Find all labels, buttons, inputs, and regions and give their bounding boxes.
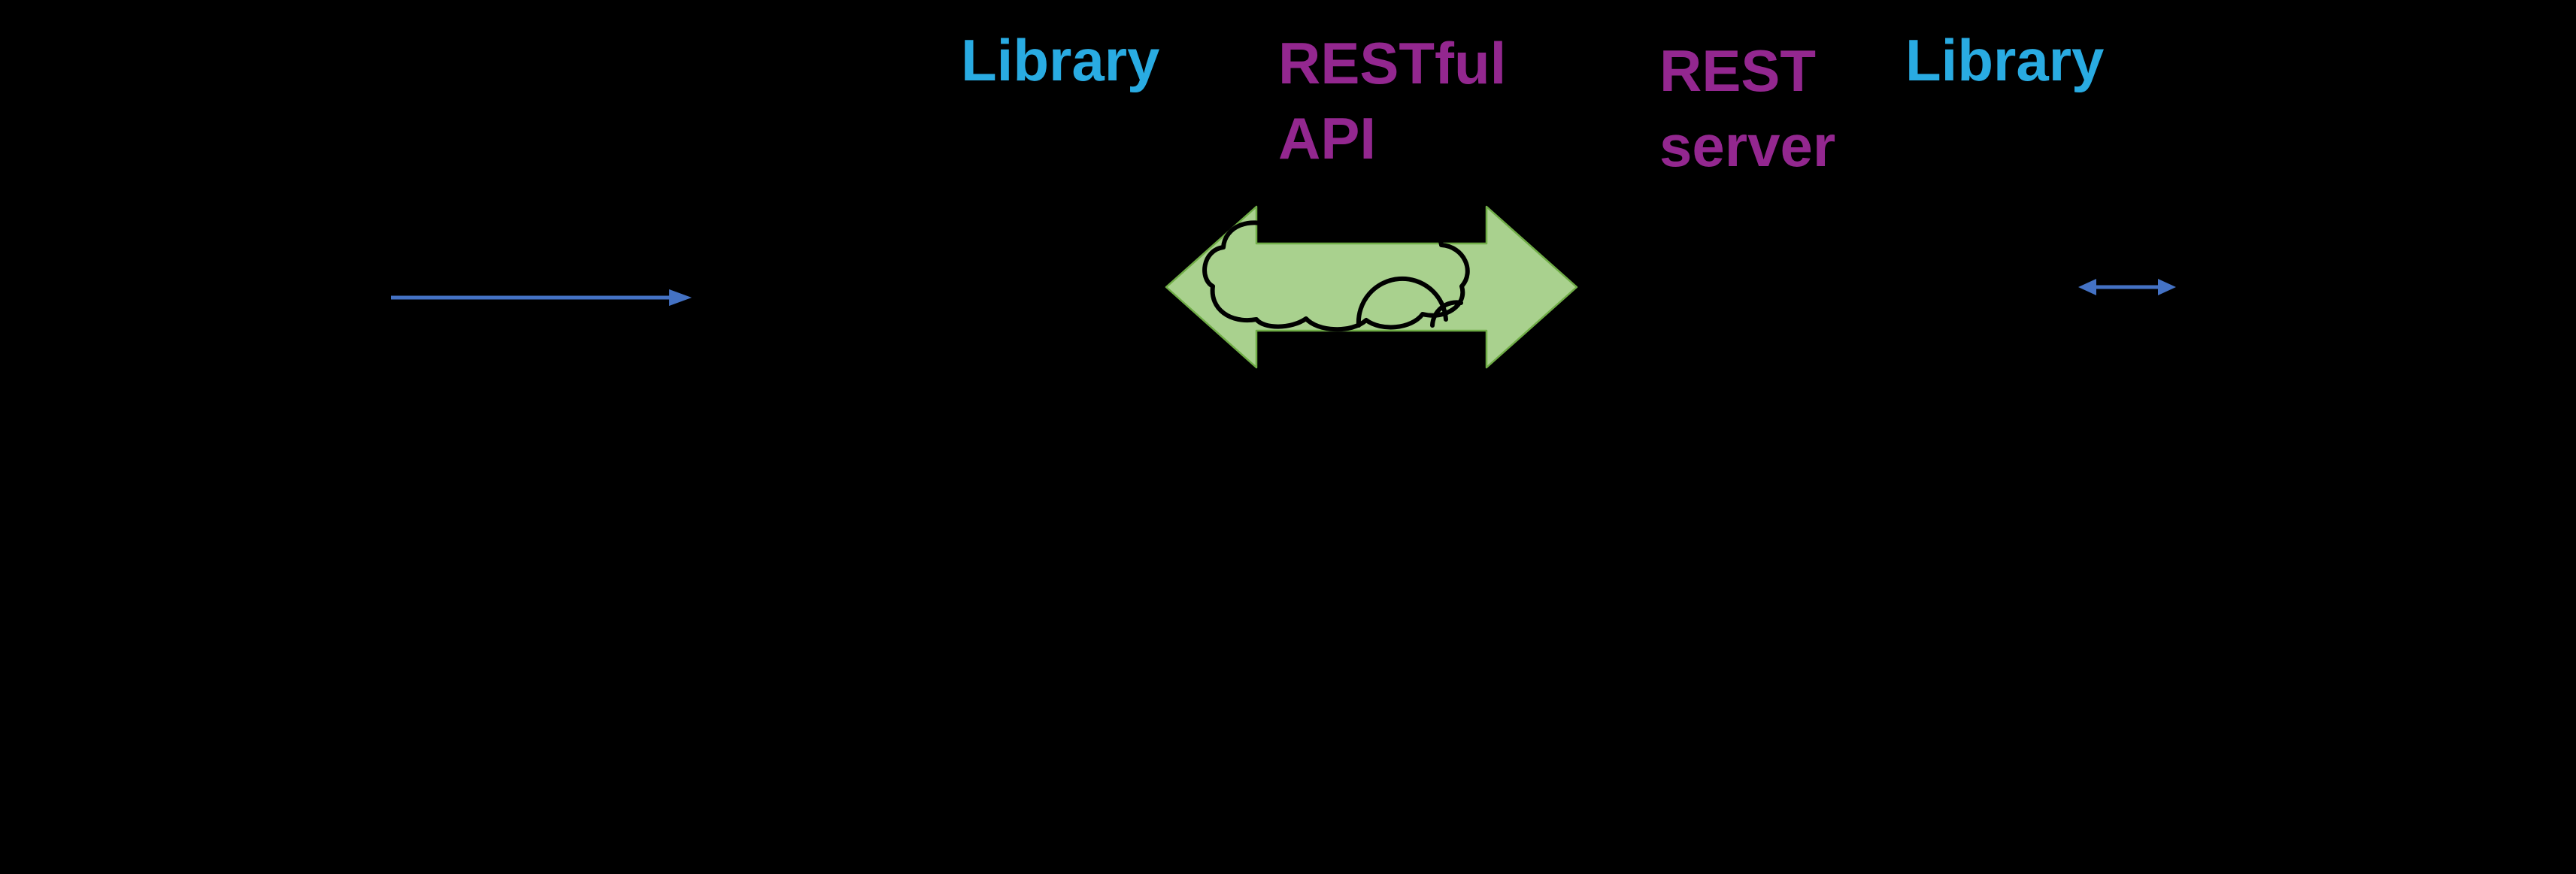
cloud-double-arrow-icon [1165, 205, 1578, 369]
label-library-right: Library [1905, 27, 2105, 93]
label-library-left: Library [961, 27, 1160, 93]
right-arrow [391, 289, 692, 306]
label-rest-server: REST server [1659, 38, 1836, 179]
label-restful-api: RESTful API [1278, 30, 1507, 171]
left-right-arrow [2078, 279, 2176, 295]
